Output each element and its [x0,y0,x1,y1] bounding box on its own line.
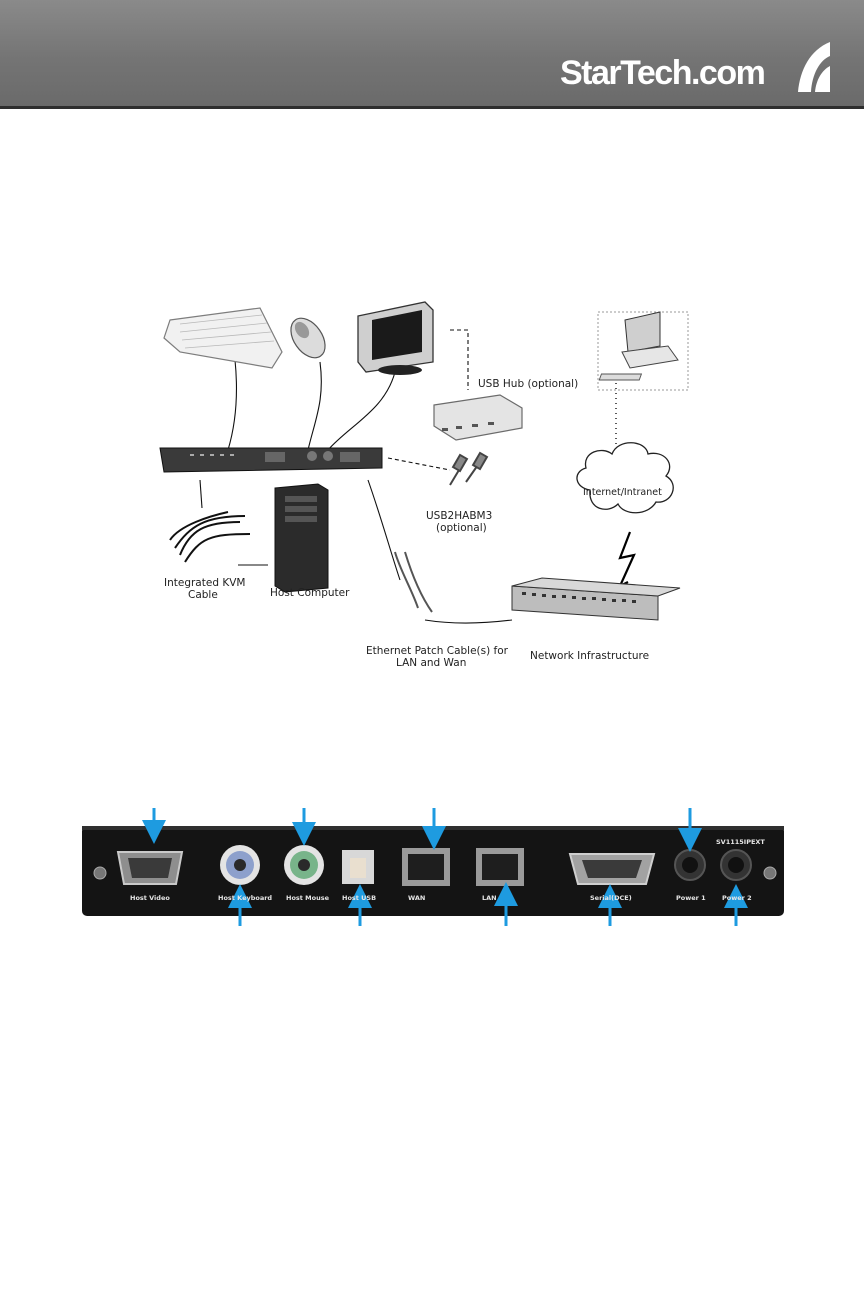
label-lan: LAN [482,894,497,902]
label-usb-hub: USB Hub (optional) [478,378,578,391]
lan-port [476,848,524,886]
keyboard-illustration [164,308,282,368]
lightning-bolt [620,532,634,586]
label-wan: WAN [408,894,425,902]
power1-jack [675,850,705,880]
model-label: SV1115IPEXT [716,838,765,846]
label-internet: Internet/Intranet [583,486,662,499]
host-video-port [118,852,182,884]
power2-jack [721,850,751,880]
internet-cloud [577,443,673,513]
label-ethernet-2: LAN and Wan [396,657,466,670]
label-host-keyboard: Host Keyboard [218,894,272,902]
label-power2: Power 2 [722,894,752,902]
kvm-cable-illustration [170,512,250,562]
hub-dashed-link [450,330,468,390]
serial-port [570,854,654,884]
rear-panel-drawing [80,800,786,930]
monitor-illustration [358,302,433,375]
host-mouse-port [284,845,324,885]
kvm-extender-illustration [160,448,382,472]
logo-swoosh-icon [796,40,830,92]
screw-left [94,867,106,879]
label-usb-cable-2: (optional) [436,522,487,535]
connection-diagram: USB Hub (optional) Internet/Intranet USB… [150,290,710,690]
desktop-pc-illustration [598,312,688,390]
label-kvm-cable-2: Cable [188,589,218,602]
label-host-usb: Host USB [342,894,376,902]
label-network: Network Infrastructure [530,650,649,663]
label-host-video: Host Video [130,894,170,902]
logo-text: StarTech.com [560,54,764,93]
usb-cable-illustration [450,453,487,485]
screw-right [764,867,776,879]
ethernet-cable-illustration [395,552,432,612]
mouse-cable [308,362,321,450]
startech-logo: StarTech.com [560,40,830,100]
network-switch-illustration [512,578,680,620]
usb-hub-illustration [434,395,522,440]
keyboard-cable [228,360,236,450]
label-host-mouse: Host Mouse [286,894,329,902]
label-host-computer: Host Computer [270,587,349,600]
label-power1: Power 1 [676,894,706,902]
mouse-illustration [284,312,332,364]
label-serial: Serial(DCE) [590,894,632,902]
wan-port [402,848,450,886]
header-divider [0,106,864,109]
host-usb-port [342,850,374,884]
host-computer-illustration [275,484,328,592]
host-keyboard-port [220,845,260,885]
rear-panel: Host Video Host Keyboard Host Mouse Host… [80,800,786,930]
